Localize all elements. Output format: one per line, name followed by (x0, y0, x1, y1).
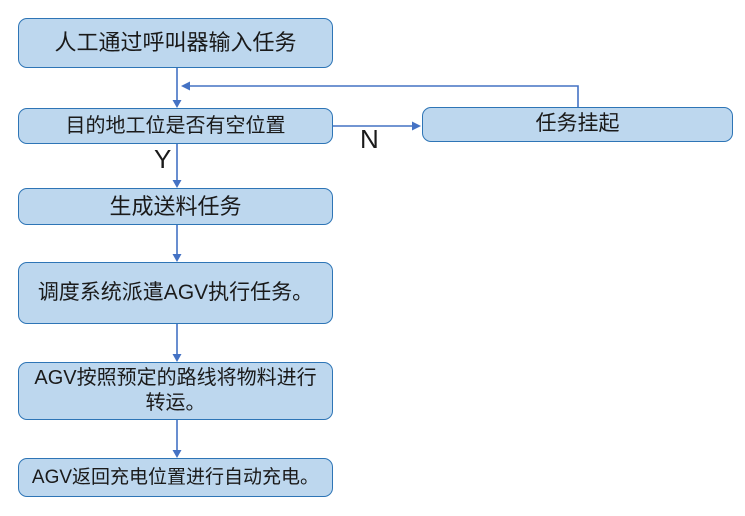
flow-node-generate-feeding-task: 生成送料任务 (18, 188, 333, 225)
flow-node-agv-charge: AGV返回充电位置进行自动充电。 (18, 458, 333, 497)
flow-node-agv-transport: AGV按照预定的路线将物料进行 转运。 (18, 362, 333, 420)
flow-node-agv-transport-label-line1: AGV按照预定的路线将物料进行 (34, 367, 317, 389)
edge-label-yes: Y (154, 144, 172, 174)
flow-node-check-empty-position: 目的地工位是否有空位置 (18, 108, 333, 144)
connector-transport-to-charge (172, 420, 182, 458)
flow-node-agv-transport-label-line2: 转运。 (145, 392, 206, 414)
flow-node-manual-input: 人工通过呼叫器输入任务 (18, 18, 333, 68)
flow-node-dispatch-agv: 调度系统派遣AGV执行任务。 (18, 262, 333, 324)
flow-node-generate-feeding-task-label: 生成送料任务 (109, 193, 242, 219)
flow-node-manual-input-label: 人工通过呼叫器输入任务 (54, 30, 297, 56)
connector-check-to-generate (172, 144, 182, 188)
connector-dispatch-to-transport (172, 324, 182, 362)
flow-node-task-suspended: 任务挂起 (422, 107, 733, 142)
flow-node-agv-charge-label: AGV返回充电位置进行自动充电。 (31, 466, 320, 488)
flow-node-task-suspended-label: 任务挂起 (535, 112, 620, 136)
flow-node-dispatch-agv-label: 调度系统派遣AGV执行任务。 (37, 280, 314, 304)
flow-node-check-empty-position-label: 目的地工位是否有空位置 (65, 114, 286, 137)
connector-generate-to-dispatch (172, 225, 182, 262)
connector-input-to-check (172, 68, 182, 108)
edge-label-no: N (360, 124, 379, 154)
connector-suspend-feedback (181, 81, 579, 107)
